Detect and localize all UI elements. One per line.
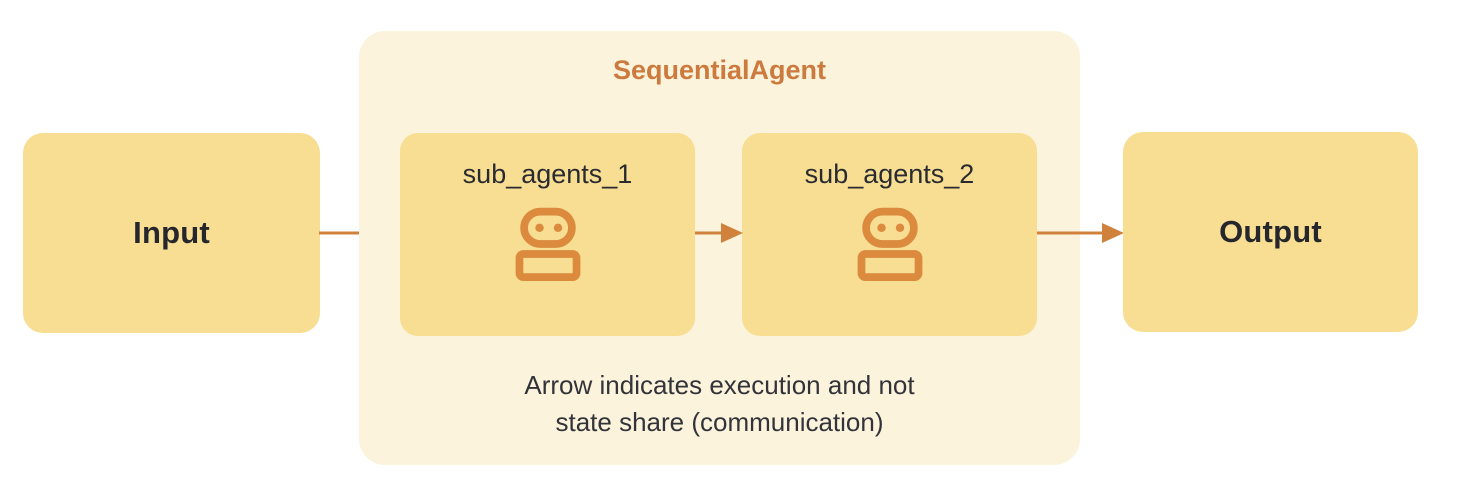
robot-icon bbox=[515, 207, 580, 281]
sub-agent-1-node: sub_agents_1 bbox=[400, 133, 695, 336]
robot-icon bbox=[857, 207, 922, 281]
sequential-agent-container: SequentialAgent sub_agents_1 sub_agents_… bbox=[359, 31, 1080, 465]
output-label: Output bbox=[1219, 214, 1322, 249]
sub-agent-1-label: sub_agents_1 bbox=[462, 159, 633, 189]
input-node: Input bbox=[23, 133, 320, 333]
sub-agent-2-node: sub_agents_2 bbox=[742, 133, 1037, 336]
arrow-annotation: Arrow indicates execution and not state … bbox=[359, 367, 1080, 441]
arrow-annotation-line1: Arrow indicates execution and not bbox=[524, 370, 915, 400]
input-label: Input bbox=[133, 215, 210, 250]
arrow-sub2-to-output-icon bbox=[1037, 223, 1124, 243]
arrow-sub1-to-sub2-icon bbox=[695, 223, 743, 243]
arrow-annotation-line2: state share (communication) bbox=[555, 407, 884, 437]
sub-agent-2-label: sub_agents_2 bbox=[804, 159, 975, 189]
output-node: Output bbox=[1123, 132, 1418, 332]
sequential-agent-title: SequentialAgent bbox=[612, 55, 827, 85]
